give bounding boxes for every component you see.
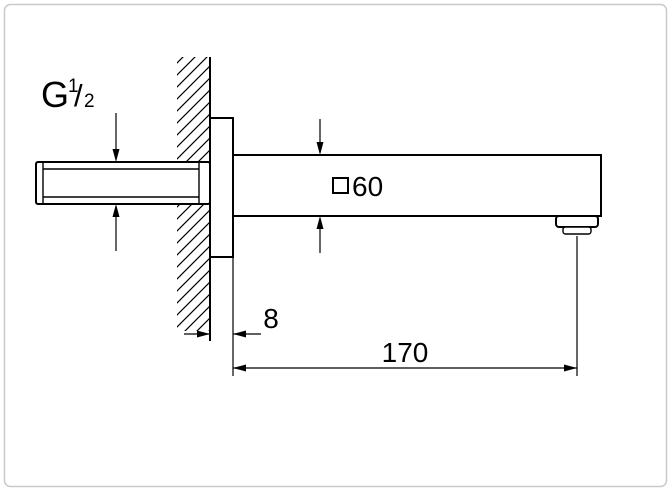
thread-size-label: G 1 / 2	[41, 74, 95, 115]
arrowhead-right-icon	[564, 364, 577, 372]
plate-depth-label: 8	[263, 303, 279, 334]
dim-section-height: 60	[316, 119, 383, 253]
arrowhead-down-icon	[112, 149, 120, 162]
thread-fraction-slash: /	[74, 78, 83, 113]
thread-pointer-arrows	[112, 113, 120, 251]
aerator-outlet	[555, 215, 599, 235]
aerator-upper	[555, 215, 599, 228]
arrowhead-left-icon	[233, 364, 246, 372]
arrowhead-up-icon	[316, 216, 324, 229]
square-section-icon	[332, 177, 349, 194]
aerator-lower	[562, 226, 592, 235]
inlet-pipe	[35, 161, 211, 205]
thread-fraction-denominator: 2	[84, 91, 95, 112]
drawing-border	[3, 3, 668, 488]
arrowhead-down-icon	[316, 142, 324, 155]
spout-length-label: 170	[382, 337, 429, 368]
thread-fraction-numerator: 1	[68, 76, 79, 97]
thread-size-prefix: G	[41, 74, 69, 115]
dim-spout-length: 170	[232, 236, 578, 376]
spout-body	[232, 154, 602, 217]
section-size-label: 60	[352, 171, 383, 202]
dim-plate-depth: 8	[184, 303, 279, 338]
arrowhead-up-icon	[112, 204, 120, 217]
arrowhead-right-icon	[197, 330, 210, 338]
wall-plate	[209, 117, 234, 258]
arrowhead-left-icon	[233, 330, 246, 338]
